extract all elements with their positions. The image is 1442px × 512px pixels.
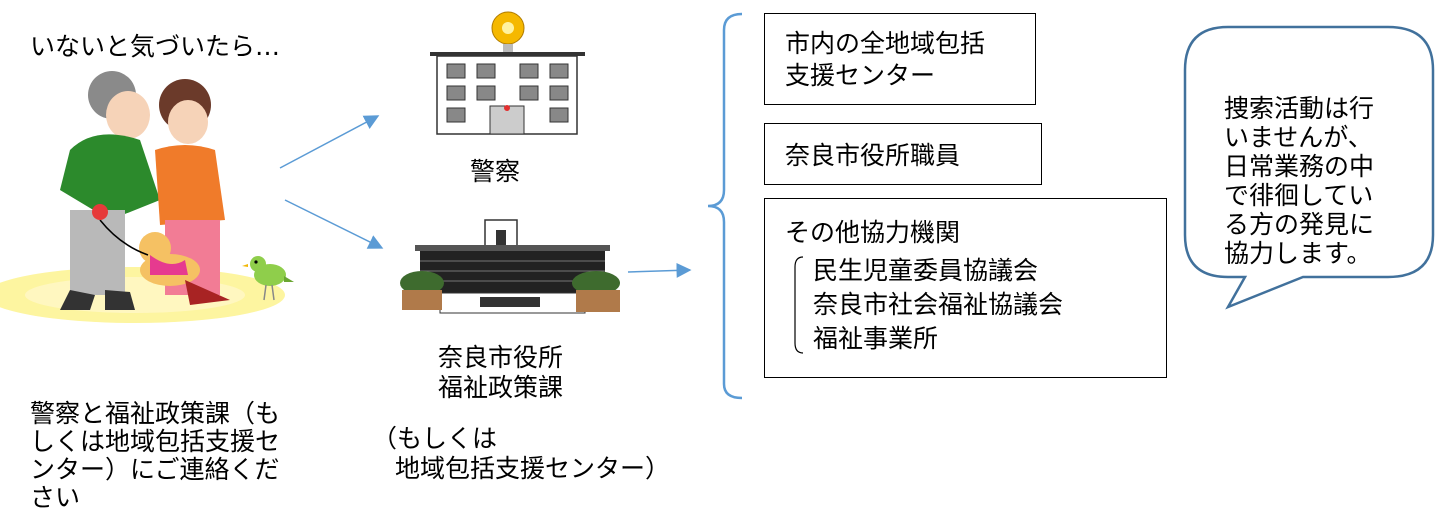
instruction-line3: ンター）にご連絡くだ <box>30 455 280 484</box>
box-city-staff: 奈良市役所職員 <box>764 123 1042 185</box>
city-office-line1: 奈良市役所 <box>438 343 564 372</box>
bird-icon <box>242 256 294 301</box>
arrow-to-city-hall <box>284 199 384 249</box>
box-all-centers: 市内の全地域包括 支援センター <box>764 13 1036 105</box>
alt-contact-line2: 地域包括支援センター） <box>395 454 671 483</box>
callout-line5: る方の発見に <box>1224 210 1375 239</box>
callout-line1: 捜索活動は行 <box>1224 94 1375 123</box>
intro-text: いないと気づいたら… <box>30 32 281 61</box>
others-title: その他協力機関 <box>785 218 961 247</box>
arrow-to-network <box>627 262 692 278</box>
police-station-icon <box>430 11 585 135</box>
alt-contact-line1: （もしくは <box>372 424 498 453</box>
others-item-3: 福祉事業所 <box>813 324 939 353</box>
callout-line6: 協力します。 <box>1224 239 1372 268</box>
callout-line3: 日常業務の中 <box>1224 152 1375 181</box>
instruction-line4: さい <box>30 483 81 512</box>
centers-line1: 市内の全地域包括 <box>785 29 986 58</box>
city-office-line2: 福祉政策課 <box>438 373 564 402</box>
city-hall-icon <box>400 219 620 314</box>
callout-line2: いませんが、 <box>1224 123 1373 152</box>
centers-line2: 支援センター <box>785 61 936 90</box>
others-item-2: 奈良市社会福祉協議会 <box>813 290 1064 319</box>
staff-label: 奈良市役所職員 <box>785 141 961 170</box>
instruction-line1: 警察と福祉政策課（も <box>30 399 281 428</box>
instruction-line2: しくは地域包括支援セ <box>30 427 281 456</box>
others-small-bracket <box>794 256 804 354</box>
box-other-organizations: その他協力機関 民生児童委員協議会 奈良市社会福祉協議会 福祉事業所 <box>764 198 1167 378</box>
arrow-to-police <box>279 115 380 169</box>
police-label: 警察 <box>470 157 521 186</box>
elderly-couple-with-dog-icon <box>0 71 285 323</box>
callout-bubble <box>1183 25 1435 310</box>
network-bracket <box>707 12 743 400</box>
others-item-1: 民生児童委員協議会 <box>813 256 1039 285</box>
callout-line4: で徘徊してい <box>1224 181 1374 210</box>
